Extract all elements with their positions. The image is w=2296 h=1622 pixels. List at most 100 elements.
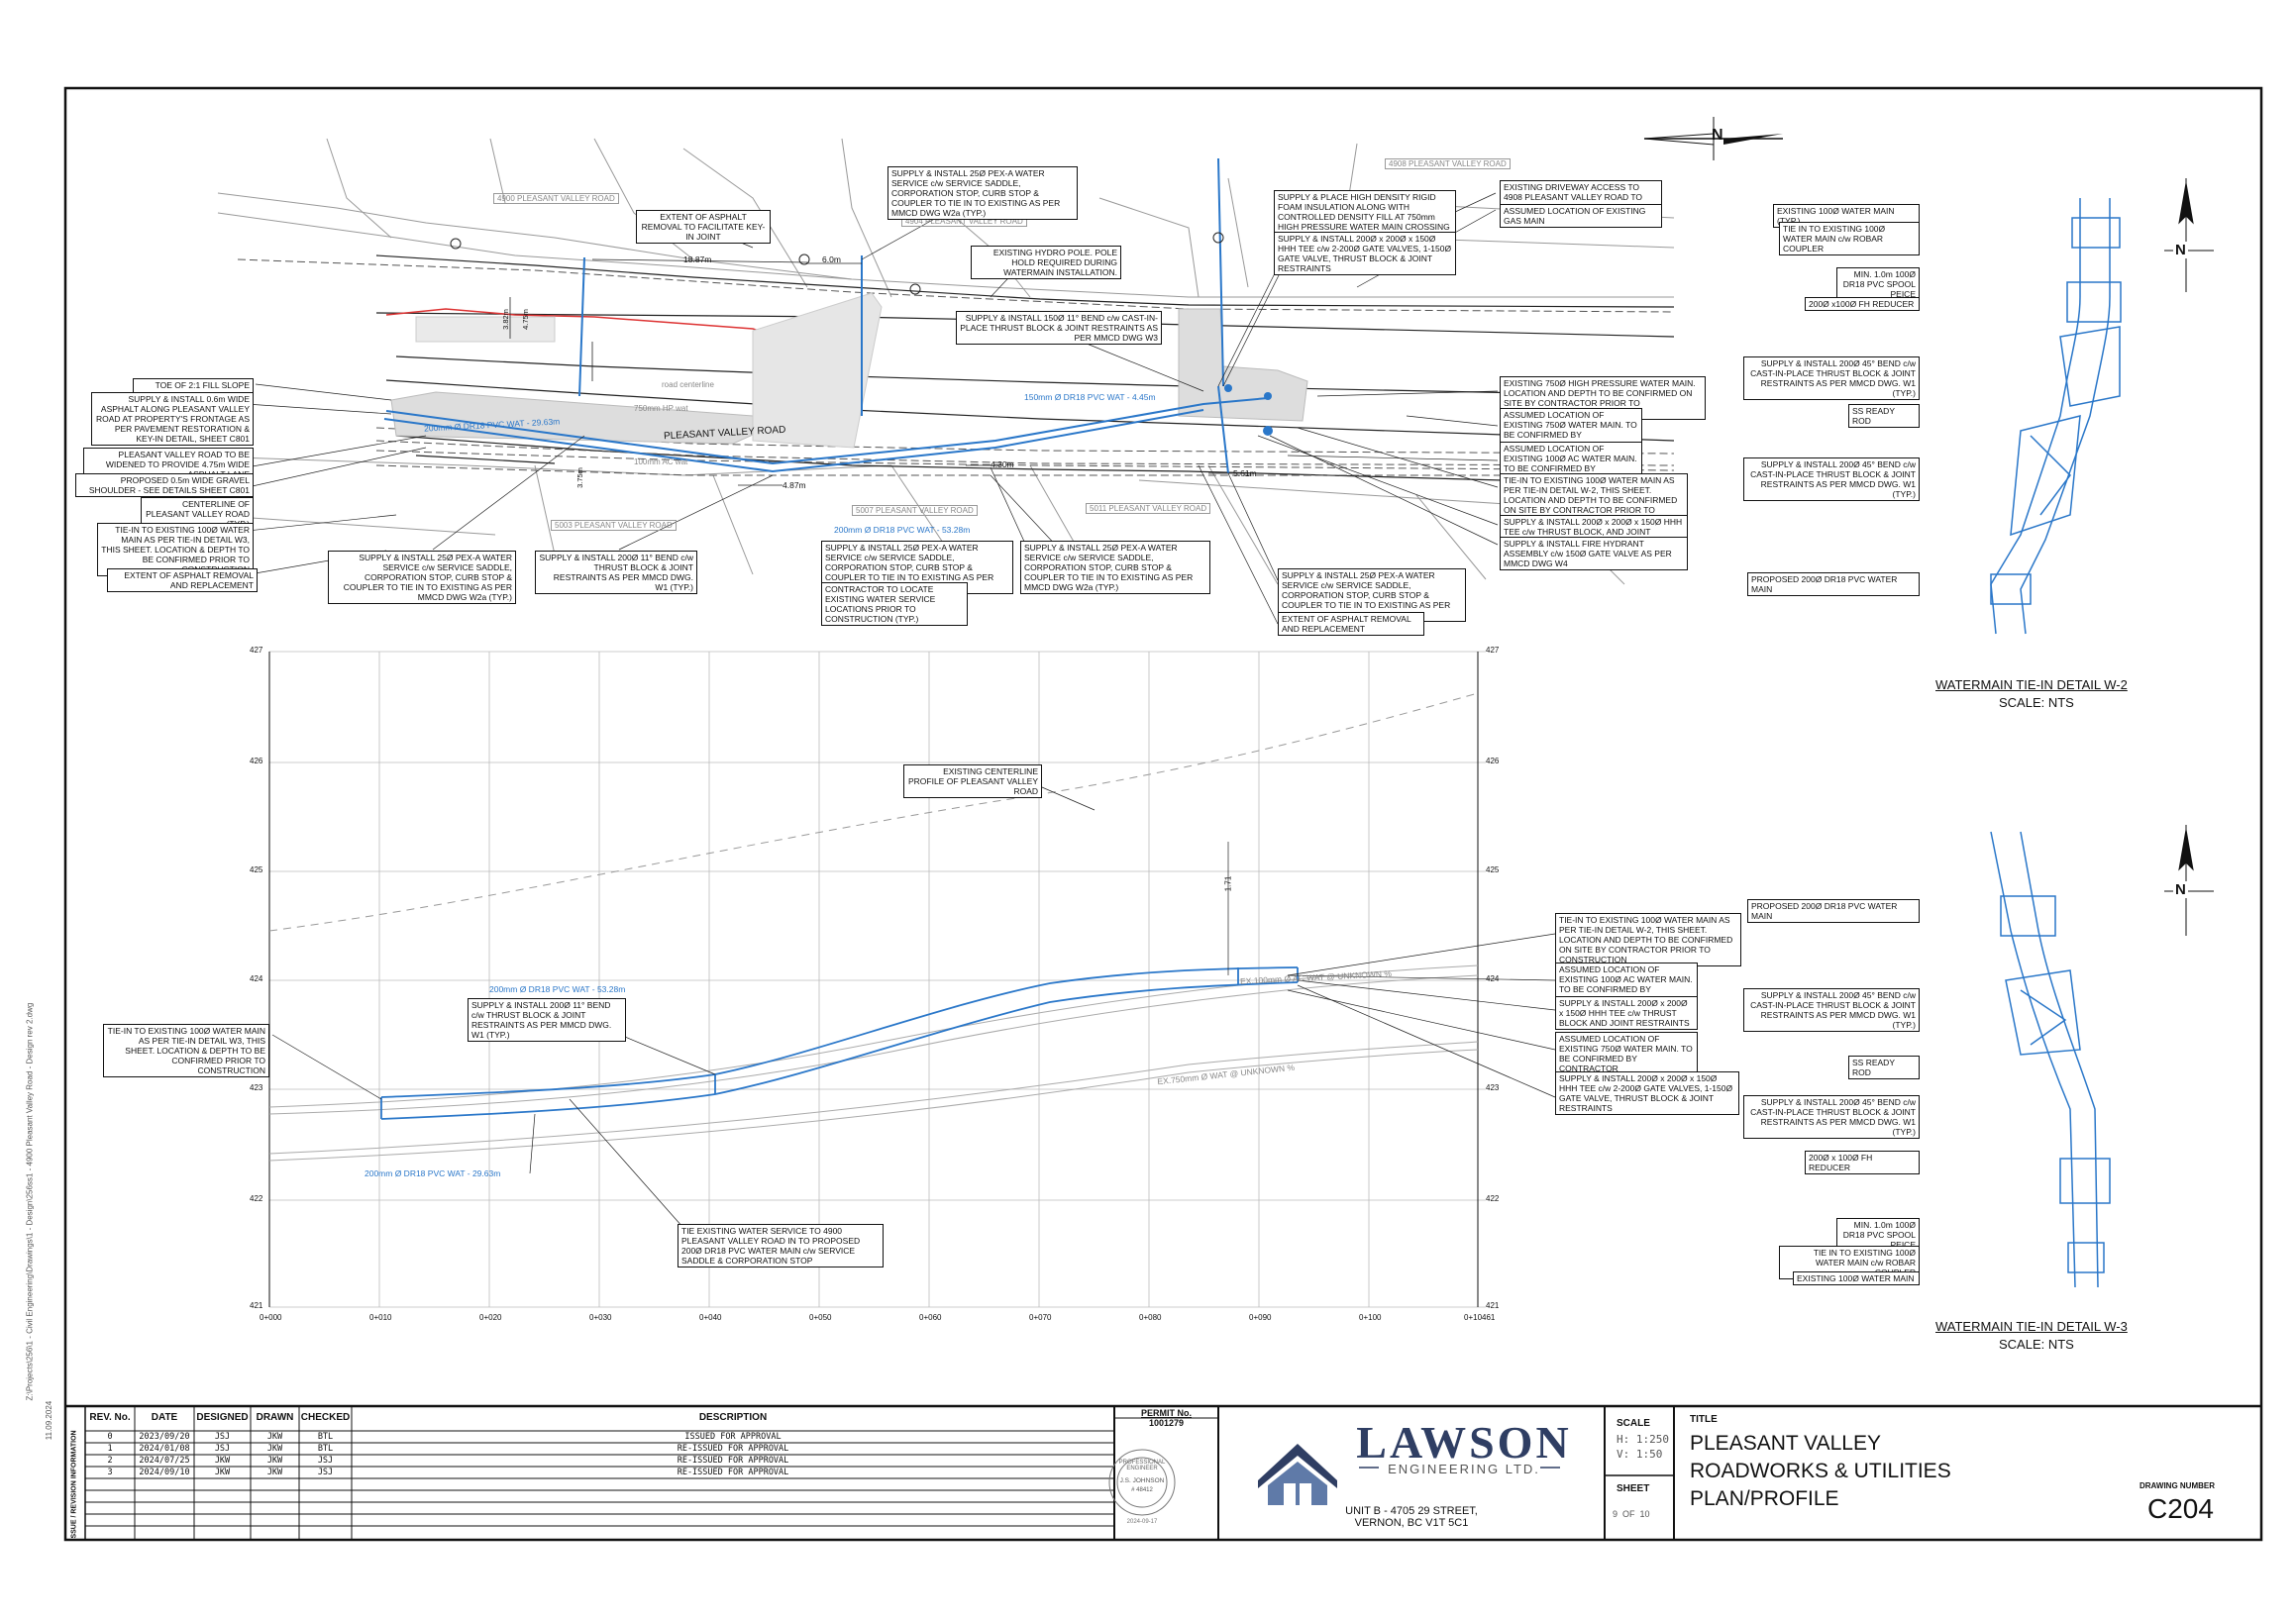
rev-cell: RE-ISSUED FOR APPROVAL xyxy=(677,1456,789,1466)
plan-view xyxy=(177,138,1675,625)
rev-cell: ISSUED FOR APPROVAL xyxy=(684,1432,782,1442)
north-arrow-w3 xyxy=(2164,825,2214,936)
note-bend-200: SUPPLY & INSTALL 200Ø 11° BEND c/w THRUS… xyxy=(535,551,697,594)
w2-note: TIE IN TO EXISTING 100Ø WATER MAIN c/w R… xyxy=(1779,222,1920,255)
station-label: 0+10461 xyxy=(1464,1313,1496,1322)
note-pex-mid2: SUPPLY & INSTALL 25Ø PEX-A WATER SERVICE… xyxy=(1020,541,1210,594)
rev-cell: RE-ISSUED FOR APPROVAL xyxy=(677,1468,789,1477)
w3-note: SUPPLY & INSTALL 200Ø 45° BEND c/w CAST-… xyxy=(1743,988,1920,1032)
north-arrow-w2 xyxy=(2164,178,2214,292)
sheet-border xyxy=(63,86,2263,1542)
scale-horizontal: H: 1:250 xyxy=(1617,1433,1669,1446)
note-profile-tiein-w2: TIE-IN TO EXISTING 100Ø WATER MAIN AS PE… xyxy=(1555,913,1741,966)
note-tie-service: TIE EXISTING WATER SERVICE TO 4900 PLEAS… xyxy=(678,1224,884,1267)
note-pex-top: SUPPLY & INSTALL 25Ø PEX-A WATER SERVICE… xyxy=(887,166,1078,220)
station-label: 0+090 xyxy=(1249,1313,1272,1322)
rev-cell: 0 xyxy=(107,1432,113,1442)
property-label: 5003 PLEASANT VALLEY ROAD xyxy=(551,520,677,531)
rev-header: REV. No. xyxy=(89,1412,131,1423)
drawing-number: C204 xyxy=(2147,1493,2214,1524)
rev-cell: JKW xyxy=(266,1468,283,1477)
dimension-label: 5.61m xyxy=(1233,468,1257,478)
w3-note: SUPPLY & INSTALL 200Ø 45° BEND c/w CAST-… xyxy=(1743,1095,1920,1139)
property-label: 4900 PLEASANT VALLEY ROAD xyxy=(493,193,619,204)
station-label: 0+000 xyxy=(260,1313,282,1322)
elevation-label: 423 xyxy=(250,1083,263,1092)
north-label-w3: N xyxy=(2173,881,2188,898)
elevation-label: 421 xyxy=(1486,1301,1500,1310)
profile-pipe-label: 200mm Ø DR18 PVC WAT - 53.28m xyxy=(489,984,626,994)
dimension-label: 3.82m xyxy=(500,309,510,330)
elevation-label: 424 xyxy=(1486,974,1500,983)
dimension-label: 4.87m xyxy=(783,480,806,490)
station-label: 0+100 xyxy=(1359,1313,1382,1322)
rev-cell: BTL xyxy=(317,1432,334,1442)
pipe-label: 150mm Ø DR18 PVC WAT - 4.45m xyxy=(1024,392,1156,402)
w3-note: EXISTING 100Ø WATER MAIN xyxy=(1793,1271,1920,1285)
rev-cell: 2 xyxy=(107,1456,113,1466)
permit-label: PERMIT No. xyxy=(1141,1408,1192,1418)
elevation-label: 422 xyxy=(1486,1194,1500,1203)
note-fire-hydrant: SUPPLY & INSTALL FIRE HYDRANT ASSEMBLY c… xyxy=(1500,537,1688,570)
note-pex-service: SUPPLY & INSTALL 25Ø PEX-A WATER SERVICE… xyxy=(328,551,516,604)
rev-cell: 3 xyxy=(107,1468,113,1477)
sheet-value: 9 OF 10 xyxy=(1613,1509,1650,1519)
rev-cell: JKW xyxy=(266,1456,283,1466)
seal-date: 2024-09-17 xyxy=(1126,1519,1158,1525)
elevation-label: 424 xyxy=(250,974,263,983)
note-gas-main: ASSUMED LOCATION OF EXISTING GAS MAIN xyxy=(1500,204,1662,228)
dimension-label: 6.0m xyxy=(822,254,841,264)
road-centerline-label: road centerline xyxy=(662,380,714,389)
rev-cell: JKW xyxy=(266,1432,283,1442)
station-label: 0+030 xyxy=(589,1313,612,1322)
rev-cell: BTL xyxy=(317,1444,334,1454)
w2-scale: SCALE: NTS xyxy=(1999,695,2074,710)
note-tee-gate-valves: SUPPLY & INSTALL 200Ø x 200Ø x 150Ø HHH … xyxy=(1274,232,1456,275)
pipe-label: 100mm AC wat xyxy=(634,457,688,466)
profile-dimension: 1.71 xyxy=(1223,875,1233,892)
station-label: 0+070 xyxy=(1029,1313,1052,1322)
elevation-label: 427 xyxy=(250,646,263,655)
note-foam-insulation: SUPPLY & PLACE HIGH DENSITY RIGID FOAM I… xyxy=(1274,190,1456,234)
elevation-label: 425 xyxy=(1486,865,1500,874)
note-profile-tiein-w3: TIE-IN TO EXISTING 100Ø WATER MAIN AS PE… xyxy=(103,1024,269,1077)
note-profile-tee-gate: SUPPLY & INSTALL 200Ø x 200Ø x 150Ø HHH … xyxy=(1555,1071,1739,1115)
note-locate-services: CONTRACTOR TO LOCATE EXISTING WATER SERV… xyxy=(821,582,968,626)
file-path: Z:\Projects\256\1 - Civil Engineering\Dr… xyxy=(25,1002,35,1401)
north-arrow-plan xyxy=(1643,117,1783,160)
rev-cell: JKW xyxy=(266,1444,283,1454)
note-extent-asphalt-2: EXTENT OF ASPHALT REMOVAL AND REPLACEMEN… xyxy=(1278,612,1424,636)
dimension-label: 4.75m xyxy=(520,309,530,330)
note-profile-bend: SUPPLY & INSTALL 200Ø 11° BEND c/w THRUS… xyxy=(468,998,626,1042)
company-logo-text: LAWSON xyxy=(1356,1417,1572,1468)
dimension-label: 3.75m xyxy=(574,467,584,488)
profile-pipe-label: 200mm Ø DR18 PVC WAT - 29.63m xyxy=(365,1168,501,1178)
w3-scale: SCALE: NTS xyxy=(1999,1337,2074,1352)
w3-title: WATERMAIN TIE-IN DETAIL W-3 xyxy=(1935,1319,2128,1334)
w2-note: SS READY ROD xyxy=(1848,404,1920,428)
station-label: 0+080 xyxy=(1139,1313,1162,1322)
pipe-label: 200mm Ø DR18 PVC WAT - 53.28m xyxy=(834,525,971,535)
company-address-1: UNIT B - 4705 29 STREET, xyxy=(1345,1505,1478,1517)
rev-header: DATE xyxy=(151,1412,178,1423)
sheet-label: SHEET xyxy=(1617,1483,1650,1494)
w3-note: SS READY ROD xyxy=(1848,1056,1920,1079)
company-address-2: VERNON, BC V1T 5C1 xyxy=(1354,1517,1469,1529)
note-bend-150: SUPPLY & INSTALL 150Ø 11° BEND c/w CAST-… xyxy=(956,311,1162,345)
note-extent-asphalt: EXTENT OF ASPHALT REMOVAL AND REPLACEMEN… xyxy=(107,568,258,592)
station-label: 0+050 xyxy=(809,1313,832,1322)
permit-number: 1001279 xyxy=(1148,1418,1185,1428)
note-existing-profile: EXISTING CENTERLINE PROFILE OF PLEASANT … xyxy=(903,764,1042,798)
elevation-label: 421 xyxy=(250,1301,263,1310)
scale-vertical: V: 1:50 xyxy=(1617,1448,1663,1461)
elevation-label: 423 xyxy=(1486,1083,1500,1092)
w3-note: PROPOSED 200Ø DR18 PVC WATER MAIN xyxy=(1747,899,1920,923)
drawing-title-3: PLAN/PROFILE xyxy=(1690,1487,1839,1510)
rev-cell: JKW xyxy=(214,1456,231,1466)
rev-cell: 2024/07/25 xyxy=(139,1456,190,1466)
seal-number: # 48412 xyxy=(1131,1487,1153,1493)
note-key-in: EXTENT OF ASPHALT REMOVAL TO FACILITATE … xyxy=(636,210,771,244)
rev-cell: 2024/01/08 xyxy=(139,1444,190,1454)
rev-cell: JSJ xyxy=(214,1444,231,1454)
